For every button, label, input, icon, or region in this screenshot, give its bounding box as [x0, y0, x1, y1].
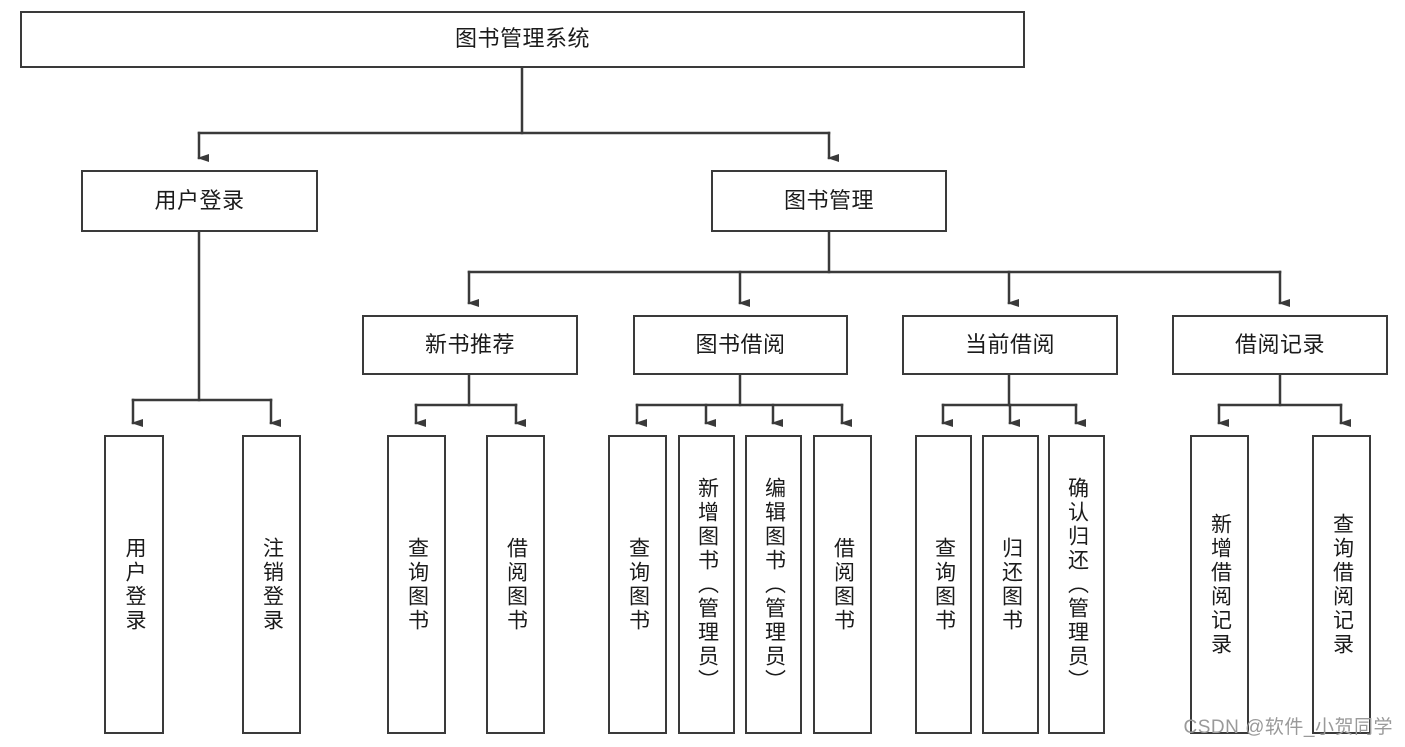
node-label: 用户登录	[154, 187, 245, 213]
node-label: 查询借阅记录	[1330, 512, 1354, 657]
node-leaf-logout[interactable]: 注销登录	[242, 435, 301, 734]
node-label: 借阅图书	[504, 536, 528, 633]
node-label: 编辑图书（管理员）	[762, 476, 786, 693]
node-label: 借阅图书	[831, 536, 855, 633]
node-label: 注销登录	[260, 536, 284, 633]
node-current-borrow[interactable]: 当前借阅	[902, 315, 1118, 375]
node-leaf-query-record[interactable]: 查询借阅记录	[1312, 435, 1371, 734]
node-user-login[interactable]: 用户登录	[81, 170, 318, 232]
node-leaf-user-login[interactable]: 用户登录	[104, 435, 164, 734]
node-label: 图书借阅	[695, 331, 786, 357]
node-label: 图书管理系统	[454, 26, 590, 52]
node-book-borrow[interactable]: 图书借阅	[633, 315, 848, 375]
node-leaf-add-book[interactable]: 新增图书（管理员）	[678, 435, 735, 734]
node-label: 查询图书	[626, 536, 650, 633]
connector-group	[131, 66, 1351, 427]
node-label: 新书推荐	[424, 331, 515, 357]
node-leaf-confirm-return[interactable]: 确认归还（管理员）	[1048, 435, 1105, 734]
node-leaf-query-book-2[interactable]: 查询图书	[608, 435, 667, 734]
node-leaf-edit-book[interactable]: 编辑图书（管理员）	[745, 435, 802, 734]
node-label: 借阅记录	[1234, 331, 1325, 357]
node-label: 新增借阅记录	[1208, 512, 1232, 657]
node-label: 确认归还（管理员）	[1065, 476, 1089, 693]
node-root[interactable]: 图书管理系统	[20, 11, 1025, 68]
node-label: 当前借阅	[964, 331, 1055, 357]
node-label: 用户登录	[123, 536, 147, 633]
node-leaf-return-book[interactable]: 归还图书	[982, 435, 1039, 734]
node-new-book-recommend[interactable]: 新书推荐	[362, 315, 578, 375]
node-label: 新增图书（管理员）	[695, 476, 719, 693]
node-book-manage[interactable]: 图书管理	[711, 170, 947, 232]
node-leaf-query-book-3[interactable]: 查询图书	[915, 435, 972, 734]
node-label: 查询图书	[405, 536, 429, 633]
node-label: 归还图书	[999, 536, 1023, 633]
node-label: 图书管理	[783, 187, 874, 213]
node-leaf-borrow-book-1[interactable]: 借阅图书	[486, 435, 545, 734]
node-borrow-record[interactable]: 借阅记录	[1172, 315, 1388, 375]
node-label: 查询图书	[932, 536, 956, 633]
node-leaf-add-record[interactable]: 新增借阅记录	[1190, 435, 1249, 734]
node-leaf-borrow-book-2[interactable]: 借阅图书	[813, 435, 872, 734]
node-leaf-query-book-1[interactable]: 查询图书	[387, 435, 446, 734]
